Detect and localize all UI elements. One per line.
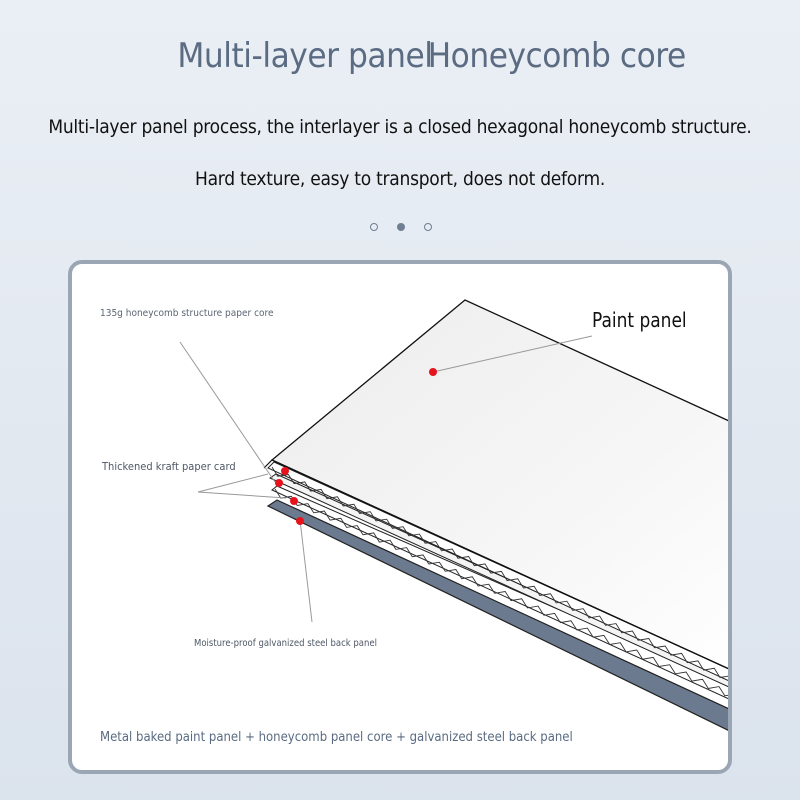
leader-paper-core — [179, 341, 276, 483]
marker-kraft-card — [275, 479, 283, 487]
steel-back-layer — [266, 499, 728, 731]
pager-dot-3[interactable] — [424, 223, 432, 231]
honeycomb-zigzag-upper — [271, 466, 728, 678]
marker-paint-panel — [429, 368, 437, 376]
pager-dot-2[interactable] — [397, 223, 405, 231]
title-multilayer-panel: Multi-layer panel — [177, 36, 433, 76]
marker-steel-back — [296, 517, 304, 525]
diagram-card: 135g honeycomb structure paper core Thic… — [68, 260, 732, 774]
carousel-pager — [0, 223, 800, 235]
honeycomb-zigzag-lower — [274, 488, 728, 697]
label-paint-panel: Paint panel — [592, 308, 687, 332]
title-honeycomb-core: Honeycomb core — [427, 36, 687, 76]
leader-paint-panel — [432, 335, 593, 373]
marker-honeycomb-lower — [290, 497, 298, 505]
subtitle-process: Multi-layer panel process, the interlaye… — [48, 116, 752, 138]
label-paper-core: 135g honeycomb structure paper core — [100, 308, 274, 319]
label-kraft-card: Thickened kraft paper card — [102, 460, 236, 473]
pager-dot-1[interactable] — [370, 223, 378, 231]
subtitle-features: Hard texture, easy to transport, does no… — [194, 168, 606, 190]
kraft-card-layer — [268, 473, 728, 688]
leader-steel-back — [299, 519, 313, 623]
diagram-caption: Metal baked paint panel + honeycomb pane… — [100, 730, 573, 745]
paint-panel-edge — [263, 459, 728, 670]
label-steel-back: Moisture-proof galvanized steel back pan… — [194, 638, 377, 649]
leader-kraft-lower — [197, 491, 287, 499]
leader-kraft-upper — [197, 473, 269, 493]
marker-paper-core — [281, 467, 289, 475]
honeycomb-core-upper — [267, 461, 728, 682]
page-title: Multi-layer panel Honeycomb core — [32, 36, 768, 84]
panel-diagram — [179, 299, 728, 731]
